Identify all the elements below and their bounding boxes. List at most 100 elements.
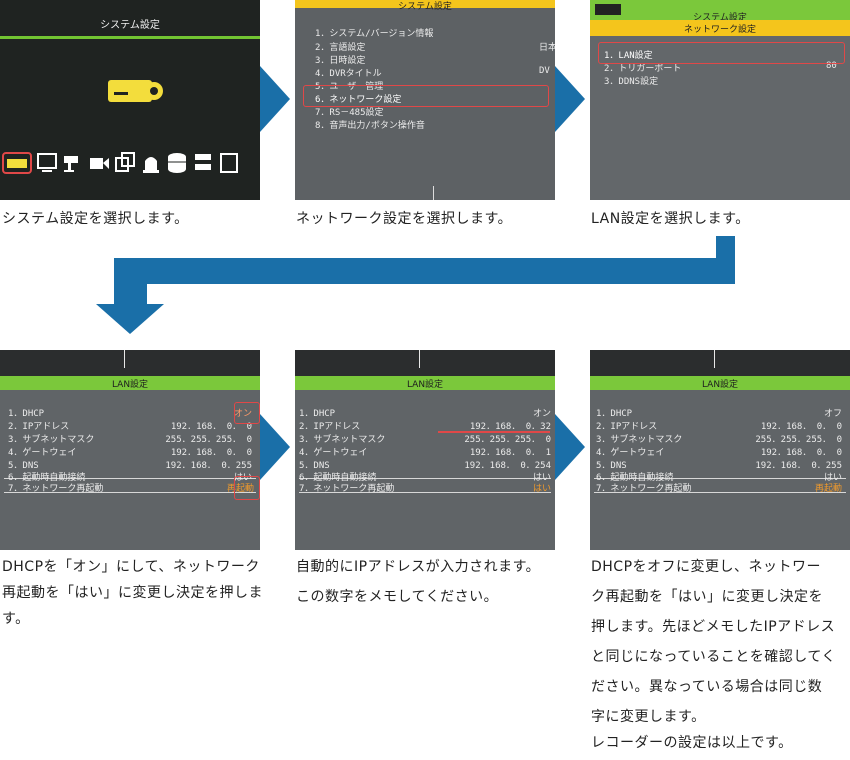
label-subnet: 3．サブネットマスク: [299, 435, 386, 445]
label-subnet: 3．サブネットマスク: [596, 435, 683, 445]
recorder-icon: [595, 4, 621, 15]
value-gateway: 192．168． 0． 0: [760, 448, 842, 458]
cursor-mark: [433, 186, 434, 200]
screen-title: システム設定: [693, 13, 747, 23]
value-ip: 192．168． 0． 0: [170, 422, 252, 432]
screenshot-system-menu: システム設定: [0, 0, 260, 200]
selected-row-frame: [4, 478, 256, 493]
value-restart: はい: [532, 484, 551, 494]
ip-underline: [438, 431, 550, 433]
green-title-bar: [590, 0, 850, 20]
network-icon: [192, 150, 214, 176]
label-ip: 2．IPアドレス: [8, 422, 70, 432]
green-title-bar: [295, 376, 555, 390]
label-autoconnect: 6．起動時自動接続: [299, 473, 377, 483]
alarm-icon: [140, 150, 162, 176]
menu-item: 7．RS－485設定: [315, 108, 384, 118]
highlight-box: [303, 85, 549, 107]
value-restart[interactable]: 再起動: [226, 484, 254, 494]
label-dns: 5．DNS: [8, 461, 39, 471]
screenshot-lan-auto-ip: LAN設定 1．DHCP 2．IPアドレス 3．サブネットマスク 4．ゲートウェ…: [295, 350, 555, 550]
menu-item: 3．日時設定: [315, 56, 366, 66]
menu-item: 5．ユーザー管理: [315, 82, 384, 92]
selected-row-frame: [299, 478, 551, 493]
connector-drop: [114, 284, 147, 304]
label-restart: 7．ネットワーク再起動: [596, 484, 692, 494]
menu-item: 2．言語設定: [315, 43, 366, 53]
value-ip: 192．168． 0．32: [469, 422, 551, 432]
value-dhcp[interactable]: オン: [233, 409, 252, 419]
menu-item: 1．システム/バージョン情報: [315, 29, 434, 39]
caption-step2: ネットワーク設定を選択します。: [296, 211, 513, 227]
screen-title: システム設定: [398, 2, 452, 12]
label-ip: 2．IPアドレス: [596, 422, 658, 432]
caption-step6-line7: レコーダーの設定は以上です。: [591, 735, 793, 751]
label-autoconnect: 6．起動時自動接続: [8, 473, 86, 483]
label-restart: 7．ネットワーク再起動: [299, 484, 395, 494]
caption-step6-line6: 字に変更します。: [591, 709, 706, 725]
caption-step6-line4: と同じになっていることを確認してく: [591, 649, 836, 665]
language-value: 日本: [539, 43, 555, 53]
value-autoconnect: はい: [823, 473, 842, 483]
value-autoconnect: はい: [532, 473, 551, 483]
disk-icon: [166, 150, 188, 176]
right-arrow-icon: [260, 414, 290, 480]
right-arrow-icon: [260, 66, 290, 132]
menu-item: 3．DDNS設定: [604, 77, 659, 87]
caption-step6-line3: 押します。先ほどメモしたIPアドレス: [591, 619, 836, 635]
recorder-icon: [106, 78, 164, 104]
label-dhcp: 1．DHCP: [8, 409, 45, 419]
menu-item-lan[interactable]: 1．LAN設定: [604, 51, 653, 61]
label-gateway: 4．ゲートウェイ: [596, 448, 665, 458]
caption-step1: システム設定を選択します。: [2, 211, 189, 227]
caption-step5-line2: この数字をメモしてください。: [296, 589, 499, 605]
right-arrow-icon: [555, 66, 585, 132]
menu-item: 8．音声出力/ボタン操作音: [315, 121, 425, 131]
value-dns: 192．168． 0．255: [755, 461, 842, 471]
value-dns: 192．168． 0．255: [165, 461, 252, 471]
highlight-box: [598, 42, 845, 64]
cursor-mark: [714, 350, 715, 368]
value-dhcp[interactable]: オフ: [823, 409, 842, 419]
value-restart[interactable]: 再起動: [814, 484, 842, 494]
caption-step4: DHCPを「オン」にして、ネットワーク再起動を「はい」に変更し決定を押します。: [2, 559, 263, 627]
value-subnet: 255．255．255． 0: [165, 435, 252, 445]
menu-item-network[interactable]: 6．ネットワーク設定: [315, 95, 402, 105]
caption-step6-line5: ださい。異なっている場合は同じ数: [591, 679, 823, 695]
label-gateway: 4．ゲートウェイ: [299, 448, 368, 458]
label-dns: 5．DNS: [299, 461, 330, 471]
menu-item: 4．DVRタイトル: [315, 69, 382, 79]
recorder-small-icon[interactable]: [2, 150, 32, 176]
top-strip: [0, 350, 260, 376]
screen-title: システム設定: [100, 20, 160, 31]
label-dhcp: 1．DHCP: [596, 409, 633, 419]
value-autoconnect: はい: [233, 473, 252, 483]
screenshot-lan-dhcp-off: LAN設定 1．DHCP 2．IPアドレス 3．サブネットマスク 4．ゲートウェ…: [590, 350, 850, 550]
selected-row-frame: [594, 478, 846, 493]
label-dhcp: 1．DHCP: [299, 409, 336, 419]
highlight-box: [234, 402, 260, 424]
caption-step6-line1: DHCPをオフに変更し、ネットワー: [591, 559, 822, 575]
highlight-box: [234, 476, 260, 500]
value-subnet: 255．255．255． 0: [755, 435, 842, 445]
yellow-subtitle-bar: [590, 20, 850, 36]
green-divider: [0, 36, 260, 39]
cursor-mark: [419, 350, 420, 368]
label-autoconnect: 6．起動時自動接続: [596, 473, 674, 483]
caption-step5-line1: 自動的にIPアドレスが入力されます。: [296, 559, 541, 575]
screen-title: LAN設定: [701, 380, 739, 390]
screen-subtitle: ネットワーク設定: [683, 25, 756, 35]
label-ip: 2．IPアドレス: [299, 422, 361, 432]
value-gateway: 192．168． 0． 1: [469, 448, 551, 458]
system-icon-row: [2, 150, 240, 176]
screen-title: LAN設定: [111, 380, 149, 390]
label-subnet: 3．サブネットマスク: [8, 435, 95, 445]
title-value: DV: [539, 66, 550, 76]
down-arrow-icon: [96, 304, 164, 334]
value-subnet: 255．255．255． 0: [464, 435, 551, 445]
screenshot-network-settings: システム設定 ネットワーク設定 1．LAN設定 2．トリガーポート 3．DDNS…: [590, 0, 850, 200]
value-dhcp: オン: [532, 409, 551, 419]
connector-horizontal: [114, 258, 735, 284]
screen-title: LAN設定: [406, 380, 444, 390]
label-restart: 7．ネットワーク再起動: [8, 484, 104, 494]
